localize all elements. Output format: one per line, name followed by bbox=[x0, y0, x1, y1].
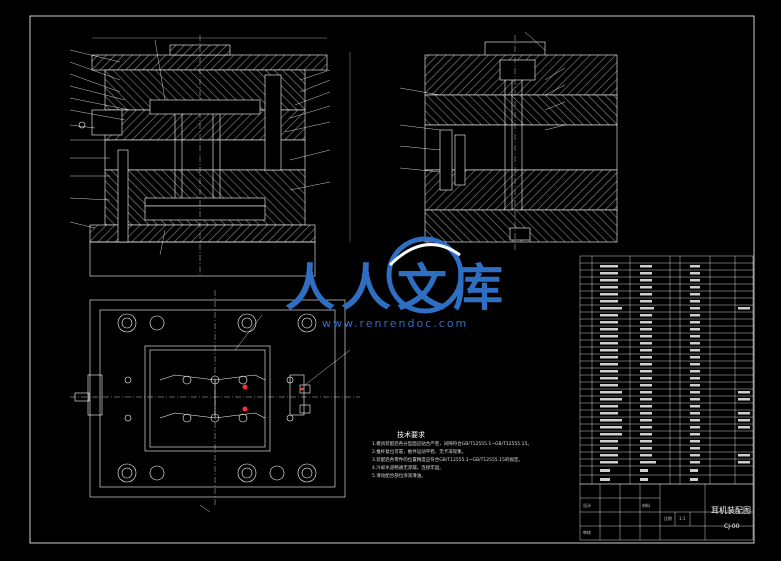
watermark-url: www.renrendoc.com bbox=[322, 317, 469, 330]
title-block bbox=[579, 483, 754, 541]
technical-requirements: 技术要求 1.模具装配后各分型面应贴合严密，间隙符合GB/T12555.1~GB… bbox=[372, 431, 532, 481]
parts-list bbox=[579, 255, 754, 485]
designer-label: 设计 bbox=[583, 503, 591, 508]
parts-list-text-marks bbox=[600, 265, 750, 481]
side-leaders bbox=[399, 31, 566, 173]
drawing-title: 耳机装配图 bbox=[711, 506, 751, 515]
watermark-brand: 人人文库 bbox=[285, 258, 509, 317]
side-section-view bbox=[424, 35, 618, 250]
requirement-item: 4.冷却水道畅通无渗漏，连接牢固。 bbox=[372, 466, 444, 471]
drawing-code: CJ-00 bbox=[724, 523, 740, 530]
requirement-item: 2.推杆复位可靠，推件运动平稳，无卡滞现象。 bbox=[372, 450, 467, 455]
watermark-logo bbox=[386, 236, 464, 314]
drawing-frame bbox=[29, 15, 755, 544]
front-leaders bbox=[69, 39, 331, 256]
plan-view bbox=[70, 290, 360, 505]
material-label: 材料 bbox=[642, 503, 650, 508]
plan-leaders bbox=[199, 314, 351, 513]
scale-label: 比例 bbox=[664, 516, 672, 521]
checker-label: 审核 bbox=[583, 530, 591, 535]
front-section-view bbox=[78, 35, 328, 277]
requirement-item: 3.装配后各零件的位置精度应符合GB/T12555.1~GB/T12555.15… bbox=[372, 458, 523, 463]
scale-value: 1:1 bbox=[679, 516, 686, 521]
technical-requirements-title: 技术要求 bbox=[397, 431, 425, 439]
requirement-item: 1.模具装配后各分型面应贴合严密，间隙符合GB/T12555.1~GB/T125… bbox=[372, 442, 532, 447]
plan-red-marks bbox=[242, 384, 304, 412]
requirement-item: 5.滑动配合部位涂润滑油。 bbox=[372, 474, 426, 479]
front-dimensions bbox=[92, 37, 351, 242]
